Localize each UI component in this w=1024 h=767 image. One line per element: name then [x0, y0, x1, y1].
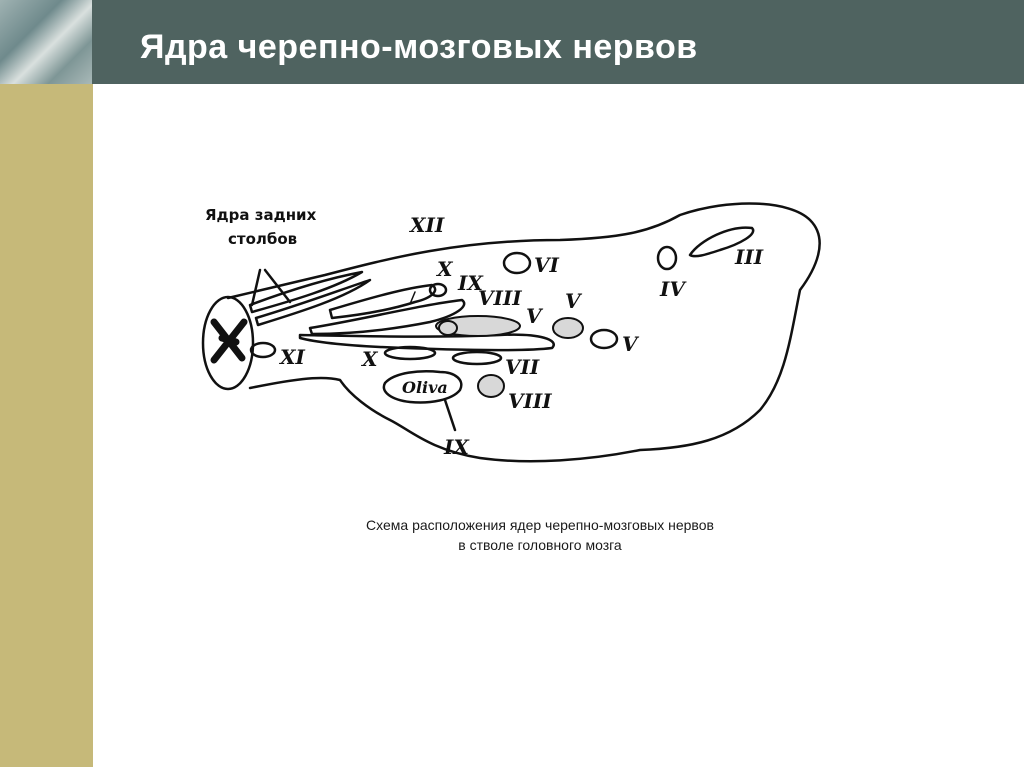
label-posterior-columns-2: столбов	[228, 230, 297, 248]
brainstem-outline	[226, 202, 821, 463]
nucleus-v-outline	[589, 328, 619, 350]
nucleus-xi	[249, 341, 277, 359]
nucleus-ix-x-column	[308, 298, 466, 336]
title-bar	[92, 0, 1024, 84]
nucleus-viii-lower	[477, 374, 505, 398]
label-vi: VI	[534, 253, 560, 277]
nucleus-x-lower	[383, 345, 437, 361]
label-xii: XII	[408, 213, 445, 237]
label-v-2: V	[565, 289, 583, 313]
label-v-1: V	[526, 304, 544, 328]
label-ix-bottom: IX	[443, 435, 470, 459]
nucleus-v-stippled	[552, 317, 584, 339]
slide-title: Ядра черепно-мозговых нервов	[140, 28, 698, 66]
posterior-column-nucleus-2	[254, 278, 372, 327]
nucleus-long-bottom	[298, 333, 555, 352]
label-iii: III	[734, 245, 764, 269]
nucleus-vi	[502, 251, 532, 275]
label-iv: IV	[659, 277, 687, 301]
posterior-column-nucleus-1	[248, 270, 364, 314]
label-oliva: Oliva	[402, 378, 448, 397]
label-viii-top: VIII	[478, 286, 522, 310]
label-v-3: V	[622, 332, 640, 356]
oliva-outline	[382, 370, 463, 404]
spinal-cord-section	[201, 295, 255, 391]
label-x-top: X	[435, 257, 454, 281]
nucleus-small-x	[428, 282, 448, 298]
label-xi: XI	[278, 345, 306, 369]
nucleus-vii	[451, 350, 503, 366]
label-ix-top: IX	[457, 271, 484, 295]
corner-texture	[0, 0, 92, 84]
nucleus-iv	[656, 245, 678, 271]
label-x-bottom: X	[360, 347, 379, 371]
caption-line-2: в стволе головного мозга	[458, 537, 622, 553]
label-viii-bottom: VIII	[508, 389, 552, 413]
nucleus-iii	[688, 226, 755, 258]
left-sidebar-stripe	[0, 84, 93, 767]
brainstem-diagram: Ядра задних столбов XII X IX VIII VI IV …	[201, 202, 821, 463]
caption-line-1: Схема расположения ядер черепно-мозговых…	[366, 517, 714, 533]
label-vii: VII	[505, 355, 540, 379]
spinal-grey-matter	[210, 318, 248, 364]
nucleus-viii-strip	[438, 320, 458, 336]
label-posterior-columns-1: Ядра задних	[205, 206, 317, 224]
figure-caption: Схема расположения ядер черепно-мозговых…	[300, 515, 780, 555]
